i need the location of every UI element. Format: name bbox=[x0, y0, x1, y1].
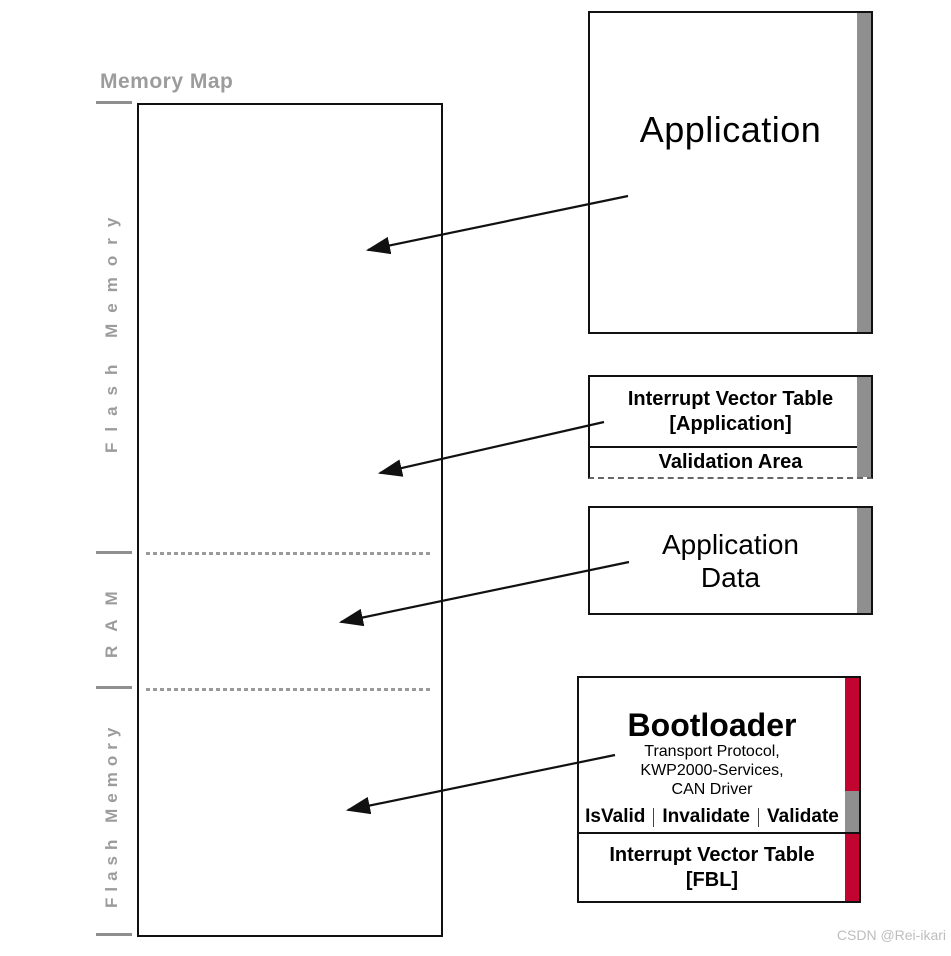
ivt-application-divider bbox=[590, 446, 871, 448]
label-tick-flash-ram bbox=[96, 551, 132, 554]
ivt-application-stripe bbox=[857, 377, 871, 477]
application-box-title: Application bbox=[639, 109, 822, 150]
label-tick-ram-flash bbox=[96, 686, 132, 689]
bootloader-upper-section: Bootloader Transport Protocol, KWP2000-S… bbox=[579, 678, 859, 832]
bootloader-subtitle-line2: KWP2000-Services, bbox=[640, 762, 784, 779]
bootloader-gray-stripe-segment bbox=[845, 791, 859, 833]
invalidate-label: Invalidate bbox=[662, 806, 751, 827]
page-title: Memory Map bbox=[100, 70, 234, 93]
dotted-separator-ram-flash bbox=[146, 688, 432, 691]
application-data-title: Application Data bbox=[590, 508, 871, 613]
ivt-application-title: Interrupt Vector Table [Application] bbox=[590, 377, 871, 446]
ram-label: RAM bbox=[102, 577, 121, 659]
function-separator bbox=[758, 807, 760, 827]
label-tick-bottom bbox=[96, 933, 132, 936]
application-box: Application bbox=[588, 11, 873, 334]
validate-label: Validate bbox=[767, 806, 839, 827]
watermark: CSDN @Rei-ikari bbox=[836, 927, 946, 943]
application-data-line1: Application bbox=[662, 528, 799, 560]
bootloader-red-stripe bbox=[845, 678, 859, 901]
application-box-stripe bbox=[857, 13, 871, 332]
application-data-stripe bbox=[857, 508, 871, 613]
bootloader-functions-row: IsValid Invalidate Validate bbox=[585, 806, 839, 828]
validation-area-label: Validation Area bbox=[658, 451, 803, 473]
dotted-separator-flash-ram bbox=[146, 552, 432, 555]
function-separator bbox=[653, 807, 655, 827]
bootloader-subtitle-line1: Transport Protocol, bbox=[644, 743, 780, 760]
isvalid-label: IsValid bbox=[585, 806, 646, 827]
flash-memory-bottom-label: Flash Memory bbox=[102, 721, 121, 909]
application-data-box: Application Data bbox=[588, 506, 873, 615]
bootloader-box: Bootloader Transport Protocol, KWP2000-S… bbox=[577, 676, 861, 903]
ivt-fbl-line2: [FBL] bbox=[685, 868, 739, 891]
bootloader-title: Bootloader bbox=[627, 707, 797, 743]
ivt-fbl-line1: Interrupt Vector Table bbox=[609, 843, 815, 866]
flash-memory-top-label: Flash Memory bbox=[102, 206, 121, 454]
ivt-application-line2: [Application] bbox=[669, 412, 792, 435]
ivt-application-line1: Interrupt Vector Table bbox=[627, 387, 834, 410]
memory-map-rect bbox=[137, 103, 443, 937]
label-tick-top bbox=[96, 101, 132, 104]
bootloader-subtitle-line3: CAN Driver bbox=[671, 781, 753, 798]
bootloader-divider bbox=[579, 832, 859, 834]
ivt-application-box: Interrupt Vector Table [Application] Val… bbox=[588, 375, 873, 479]
application-data-line2: Data bbox=[700, 561, 761, 593]
ivt-fbl-section: Interrupt Vector Table [FBL] bbox=[579, 834, 859, 901]
